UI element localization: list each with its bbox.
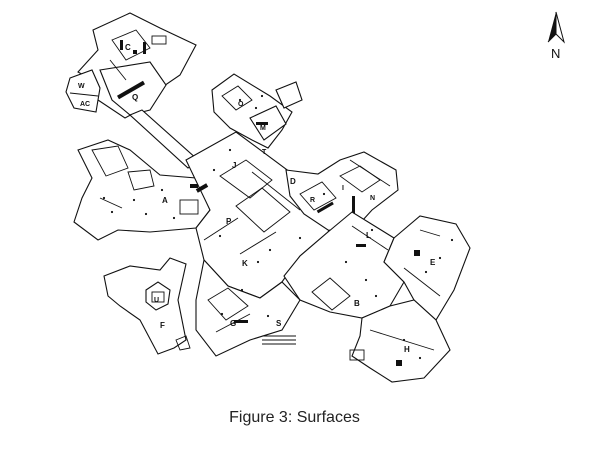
north-arrow-icon bbox=[547, 11, 565, 44]
label-q: Q bbox=[132, 93, 138, 102]
label-k: K bbox=[242, 259, 248, 268]
label-a: A bbox=[162, 196, 168, 205]
label-ac: AC bbox=[80, 101, 90, 108]
north-arrow-label: N bbox=[551, 46, 560, 61]
label-w: W bbox=[78, 83, 85, 90]
label-h: H bbox=[404, 345, 410, 354]
label-p: P bbox=[226, 217, 232, 226]
wing-o-m-outline bbox=[211, 73, 303, 149]
label-o: O bbox=[238, 101, 244, 108]
label-f: F bbox=[160, 321, 165, 330]
label-c: C bbox=[125, 43, 131, 52]
fixture-dots bbox=[102, 94, 454, 360]
label-t: T bbox=[262, 149, 267, 156]
label-n: N bbox=[370, 195, 375, 202]
wing-g-s-outline bbox=[195, 258, 301, 357]
building-f-u-outline bbox=[103, 257, 191, 355]
label-u: U bbox=[154, 297, 159, 304]
label-d: D bbox=[290, 177, 296, 186]
label-g: G bbox=[230, 319, 236, 328]
label-l: L bbox=[366, 231, 371, 240]
label-s: S bbox=[276, 319, 282, 328]
floor-plan: C W AC Q O M A J P K D R I N L E B H G S… bbox=[65, 11, 565, 383]
label-r: R bbox=[310, 197, 315, 204]
wing-e-outline bbox=[383, 215, 471, 321]
label-j: J bbox=[232, 161, 236, 170]
label-m: M bbox=[260, 125, 266, 132]
wing-a-outline bbox=[73, 139, 211, 241]
figure-caption: Figure 3: Surfaces bbox=[229, 409, 360, 426]
wing-d-r-i-n-outline bbox=[285, 151, 399, 233]
wing-h-outline bbox=[349, 299, 451, 383]
label-e: E bbox=[430, 258, 436, 267]
label-b: B bbox=[354, 299, 360, 308]
label-i: I bbox=[342, 185, 344, 192]
wing-c-outline bbox=[65, 12, 197, 119]
